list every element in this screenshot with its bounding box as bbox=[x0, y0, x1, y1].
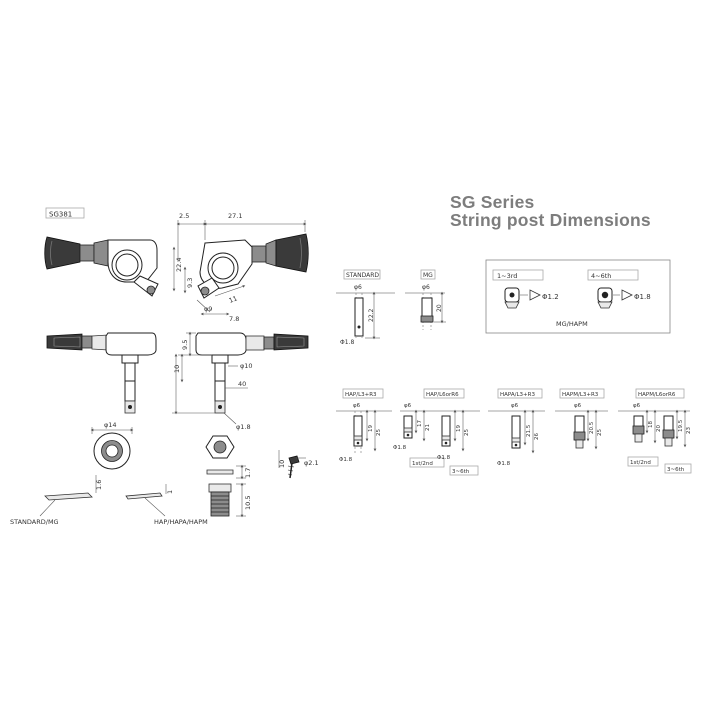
svg-text:19: 19 bbox=[368, 425, 374, 432]
standard-length: 22.2 bbox=[368, 308, 375, 322]
mg-dim-right: Φ1.8 bbox=[634, 293, 651, 301]
model-label-frame bbox=[45, 207, 85, 219]
svg-text:17: 17 bbox=[417, 420, 423, 427]
post-hapm-l3r3: HAPM/L3+R3 φ6 20.5 25 bbox=[559, 388, 605, 450]
nut-washer-side bbox=[206, 469, 234, 475]
svg-text:φ6: φ6 bbox=[404, 403, 412, 409]
dim-ferrule-dia: φ14 bbox=[104, 421, 117, 429]
post-hapa-l3r3: HAPA/L3+R3 φ6 21.5 26 Φ1.8 bbox=[497, 388, 543, 467]
tuner-front-view-left bbox=[44, 236, 159, 297]
svg-text:φ6: φ6 bbox=[511, 403, 519, 409]
washer-label-standard: STANDARD/MG bbox=[10, 518, 59, 526]
svg-text:φ6: φ6 bbox=[353, 403, 361, 409]
dim-tab: 11 bbox=[228, 294, 239, 305]
standard-post bbox=[354, 297, 364, 337]
svg-text:26: 26 bbox=[534, 433, 540, 440]
model-label: SG381 bbox=[49, 211, 72, 219]
svg-text:Φ1.8: Φ1.8 bbox=[393, 445, 407, 451]
svg-text:Φ1.8: Φ1.8 bbox=[437, 455, 451, 461]
dim-post-length: 40 bbox=[238, 380, 246, 388]
dim-hole: φ1.8 bbox=[236, 423, 251, 431]
dim-washer-std: 1.6 bbox=[95, 480, 103, 490]
label-standard: STANDARD bbox=[346, 272, 379, 279]
mg-length: 20 bbox=[436, 304, 443, 312]
svg-text:23: 23 bbox=[686, 427, 692, 434]
svg-text:25: 25 bbox=[597, 429, 603, 436]
tuner-drawing-group: SG381 2.5 27.1 22.4 9.3 11 bbox=[10, 207, 319, 526]
post-hapm-l6r6: HAPM/L6orR6 φ6 18 20 1st/2nd 19.5 23 3~6… bbox=[627, 388, 692, 474]
svg-text:19: 19 bbox=[456, 425, 462, 432]
svg-text:Φ1.8: Φ1.8 bbox=[339, 457, 353, 463]
dim-bushing: 10 bbox=[173, 365, 181, 373]
svg-text:φ6: φ6 bbox=[574, 403, 582, 409]
washer-label-hap: HAP/HAPA/HAPM bbox=[154, 518, 208, 526]
hapa-l3r3-label: HAPA/L3+R3 bbox=[500, 392, 535, 398]
svg-text:25: 25 bbox=[376, 429, 382, 436]
title-series: SG Series bbox=[450, 192, 535, 212]
post-hap-l3r3: HAP/L3+R3 φ6 19 25 Φ1.8 bbox=[339, 388, 384, 463]
dim-offset: 2.5 bbox=[179, 212, 189, 220]
svg-text:3~6th: 3~6th bbox=[667, 467, 685, 473]
dim-hole-dia: φ9 bbox=[204, 305, 212, 313]
dim-height: 22.4 bbox=[175, 258, 183, 272]
mounting-screw bbox=[288, 455, 300, 465]
mg-hapm-box: 1~3rd 4~6th Φ1.2 Φ1.8 MG/HAPM bbox=[485, 259, 671, 334]
svg-text:1st/2nd: 1st/2nd bbox=[630, 460, 651, 466]
svg-text:3~6th: 3~6th bbox=[452, 469, 470, 475]
dim-screw-dia: φ2.1 bbox=[304, 459, 319, 467]
tuner-side-view-right: 9.5 10 φ10 40 φ1.8 bbox=[172, 331, 309, 431]
dim-post-dia: φ10 bbox=[240, 362, 253, 370]
standard-hole: Φ1.8 bbox=[340, 339, 354, 346]
bottom-post-group: HAP/L3+R3 φ6 19 25 Φ1.8 HAP/L6orR6 φ6 17… bbox=[336, 388, 692, 476]
svg-text:21.5: 21.5 bbox=[526, 424, 532, 437]
mg-dim-left: Φ1.2 bbox=[542, 293, 559, 301]
dim-tab-width: 7.8 bbox=[229, 315, 239, 323]
svg-text:21: 21 bbox=[425, 424, 431, 431]
dim-length: 27.1 bbox=[228, 212, 242, 220]
mg-caption: MG/HAPM bbox=[556, 320, 588, 328]
dim-side-height: 9.5 bbox=[181, 340, 189, 350]
hap-l3r3-label: HAP/L3+R3 bbox=[345, 392, 377, 398]
svg-text:Φ1.8: Φ1.8 bbox=[497, 461, 511, 467]
tuner-front-view-right: 2.5 27.1 22.4 9.3 11 7.8 φ9 bbox=[172, 212, 309, 323]
svg-text:20.5: 20.5 bbox=[589, 421, 595, 434]
post-hap-l6r6: HAP/L6orR6 φ6 17 21 Φ1.8 1st/2nd 19 25 Φ… bbox=[393, 388, 479, 476]
title-subtitle: String post Dimensions bbox=[450, 210, 651, 230]
dim-washer-hap: 1 bbox=[166, 490, 174, 494]
standard-phi6: φ6 bbox=[354, 284, 362, 291]
svg-text:1st/2nd: 1st/2nd bbox=[412, 461, 433, 467]
dim-hole-height: 9.3 bbox=[186, 278, 194, 288]
hardware-parts: φ14 1.6 1 STANDARD/MG HAP/HAPA/HAPM 1.7 … bbox=[10, 421, 319, 526]
label-mg: MG bbox=[423, 272, 433, 279]
dim-nut: 1.7 bbox=[244, 468, 252, 478]
hap-l6r6-label: HAP/L6orR6 bbox=[426, 392, 459, 398]
mg-label-left: 1~3rd bbox=[497, 272, 517, 280]
tuner-side-view-left bbox=[46, 332, 157, 414]
svg-text:18: 18 bbox=[648, 421, 654, 428]
dim-bushing-length: 10.5 bbox=[244, 496, 252, 510]
top-post-group: STANDARD φ6 22.2 Φ1.8 MG φ6 20 bbox=[336, 269, 446, 346]
svg-text:19.5: 19.5 bbox=[678, 419, 684, 432]
svg-text:20: 20 bbox=[656, 425, 662, 432]
threaded-bushing bbox=[208, 483, 232, 493]
mg-label-right: 4~6th bbox=[591, 272, 611, 280]
svg-text:φ6: φ6 bbox=[633, 403, 641, 409]
dim-screw-length: 10 bbox=[278, 460, 286, 468]
hapm-l6r6-label: HAPM/L6orR6 bbox=[638, 392, 676, 398]
mg-phi6: φ6 bbox=[422, 284, 430, 291]
hapm-l3r3-label: HAPM/L3+R3 bbox=[562, 392, 599, 398]
svg-text:25: 25 bbox=[464, 429, 470, 436]
